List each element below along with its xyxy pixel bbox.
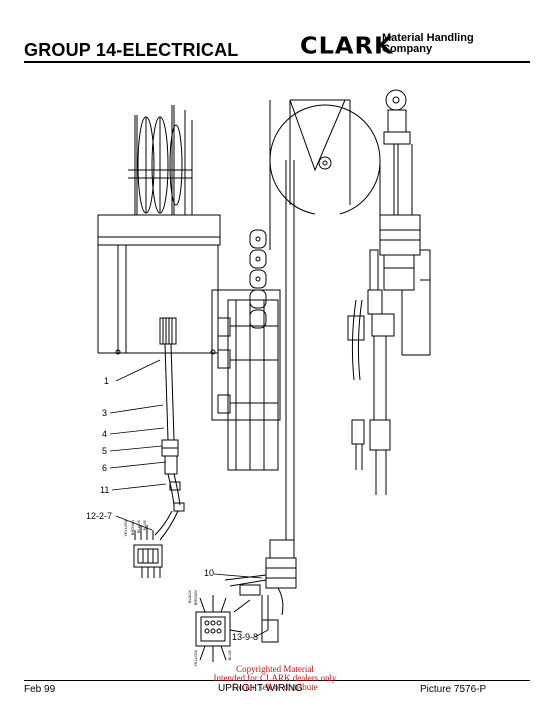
footer-date: Feb 99	[24, 684, 56, 695]
callout-5: 5	[102, 446, 108, 456]
callout-13-9-8: 13-9-8	[232, 632, 259, 642]
left-cable	[154, 343, 185, 541]
footer-rule	[24, 680, 530, 681]
lower-label-yellow: YELLOW	[193, 650, 198, 667]
copyright-watermark: Copyrighted Material Intended for CLARK …	[210, 665, 340, 692]
watermark-line3: Do not sell or distribute	[232, 682, 318, 692]
wire-label-black: BLACK	[136, 520, 141, 534]
wire-label-blue: BLUE	[142, 520, 147, 531]
left-pulleys	[128, 105, 193, 215]
callout-10: 10	[204, 568, 215, 578]
callout-6: 6	[102, 463, 108, 473]
lower-connector	[195, 595, 243, 662]
sheave	[269, 99, 381, 540]
page-title: GROUP 14-ELECTRICAL	[24, 40, 239, 60]
logo-subtitle: Material Handling Company	[382, 33, 474, 55]
callout-3: 3	[102, 408, 108, 418]
lower-label-brown: BROWN	[193, 590, 198, 606]
cylinder-rod	[379, 89, 431, 356]
logo-subtitle-line1: Material Handling	[382, 32, 474, 44]
wire-label-yellow: YELLOW	[123, 520, 128, 537]
middle-carriage	[211, 289, 281, 471]
callout-4: 4	[102, 429, 108, 439]
chain	[249, 229, 267, 329]
leader-lines	[109, 359, 269, 638]
callout-12-2-7: 12-2-7	[86, 511, 113, 521]
clark-logo: CLARK	[300, 32, 394, 60]
left-carriage	[97, 214, 221, 355]
lower-label-blue: BLUE	[227, 650, 232, 661]
lower-label-black: BLACK	[187, 590, 192, 604]
header-rule	[24, 61, 530, 63]
footer-picture-number: Picture 7576-P	[420, 684, 487, 695]
footer-section: UPRIGHT WIRING	[218, 683, 303, 694]
logo-subtitle-line2: Company	[382, 43, 433, 55]
wire-label-brown: BROWN	[130, 520, 135, 536]
watermark-line1: Copyrighted Material	[236, 664, 314, 674]
lower-harness	[224, 539, 297, 643]
right-hoses	[347, 249, 395, 495]
callout-1: 1	[104, 376, 110, 386]
callout-11: 11	[100, 485, 110, 495]
left-connector	[133, 525, 163, 578]
watermark-line2: Intended for CLARK dealers only	[213, 673, 337, 683]
